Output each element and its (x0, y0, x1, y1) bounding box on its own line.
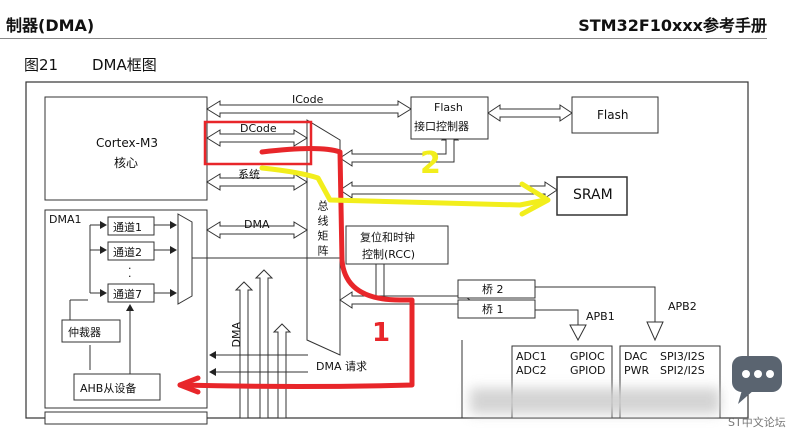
blurred-region (470, 388, 720, 414)
bridge1-block (457, 299, 536, 319)
bus-matrix-label: 总线矩阵 (316, 200, 329, 260)
dcode-label: DCode (240, 122, 277, 135)
apb2-label: APB2 (668, 300, 697, 313)
dma-vertical-label: DMA (230, 322, 243, 348)
icode-label: ICode (292, 93, 324, 106)
header-left: 制器(DMA) (6, 16, 95, 35)
ahb-slave-block (73, 373, 161, 401)
ch1-block (107, 216, 155, 236)
yellow-path (259, 165, 548, 208)
dots-label: · (128, 262, 132, 275)
sram-label: SRAM (573, 187, 613, 203)
cortex-label: Cortex-M3 (96, 136, 158, 150)
header-right: STM32F10xxx参考手册 (578, 16, 767, 35)
arbiter-label: 仲裁器 (68, 326, 101, 339)
flash-interface-label: Flash (434, 101, 463, 114)
dcode-highlight (203, 120, 313, 166)
annotation-number-1: 1 (372, 318, 391, 348)
dots-label-2: · (128, 270, 132, 283)
flash-interface-sub-label: 接口控制器 (414, 120, 469, 133)
pwr-label: PWR (624, 364, 650, 377)
spi3-label: SPI3/I2S (660, 350, 705, 363)
ch2-block (107, 241, 155, 261)
dma-bus-label: DMA (244, 218, 270, 231)
figure-title: DMA框图 (92, 56, 157, 74)
rcc-sub-label: 控制(RCC) (362, 248, 416, 261)
rcc-block (345, 225, 449, 265)
mux-shape (177, 213, 193, 305)
dma-request-label: DMA 请求 (316, 360, 367, 373)
bridge2-block (457, 279, 536, 299)
adc1-label: ADC1 (516, 350, 547, 363)
gpiod-label: GPIOD (570, 364, 606, 377)
ch1-label: 通道1 (113, 221, 142, 234)
bridge2-label: 桥 2 (482, 283, 504, 296)
cortex-block (44, 96, 208, 201)
dma1-label: DMA1 (49, 213, 82, 226)
header-rule (0, 38, 767, 39)
dac-label: DAC (624, 350, 648, 363)
dma1-lower-block (44, 411, 208, 425)
spi2-label: SPI2/I2S (660, 364, 705, 377)
ch2-label: 通道2 (113, 246, 142, 259)
arbiter-block (61, 319, 121, 343)
sram-block (556, 176, 628, 216)
flash-block (571, 96, 659, 134)
gpioc-label: GPIOC (570, 350, 605, 363)
bridge1-label: 桥 1 (482, 303, 504, 316)
annotation-number-2: 2 (420, 146, 441, 181)
adc2-label: ADC2 (516, 364, 547, 377)
red-path (177, 146, 415, 389)
ch7-label: 通道7 (113, 288, 142, 301)
flash-interface-block (410, 96, 489, 140)
figure-number: 图21 (24, 56, 59, 74)
rcc-label: 复位和时钟 (360, 231, 415, 244)
diagram-frame (25, 81, 749, 419)
flash-label: Flash (597, 108, 629, 122)
apb1-label: APB1 (586, 310, 615, 323)
watermark-text: ST中文论坛 (728, 416, 786, 429)
cortex-core-label: 核心 (114, 156, 139, 170)
chat-bubble-icon (732, 356, 782, 404)
system-label: 系统 (238, 168, 260, 181)
ahb-slave-label: AHB从设备 (80, 382, 137, 395)
